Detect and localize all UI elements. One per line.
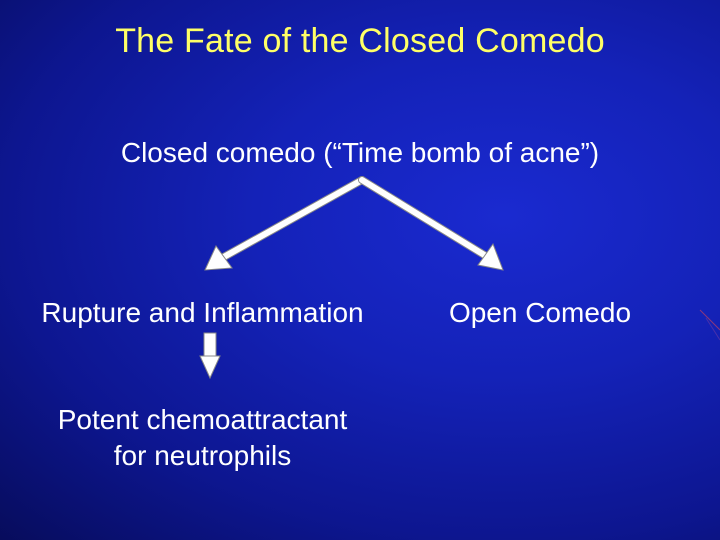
arrow-to-chemoattractant: [199, 332, 221, 380]
node-line-2: for neutrophils: [113, 440, 292, 471]
root-node-closed-comedo: Closed comedo (“Time bomb of acne”): [120, 137, 600, 168]
node-line-1: Potent chemoattractant: [57, 404, 348, 435]
arrow-to-open-comedo: [358, 176, 504, 271]
node-potent-chemoattractant: Potent chemoattractant for neutrophils: [10, 402, 395, 474]
node-open-comedo: Open Comedo: [448, 297, 632, 328]
slide-title: The Fate of the Closed Comedo: [115, 22, 605, 60]
node-rupture-and-inflammation: Rupture and Inflammation: [41, 297, 364, 328]
arrow-to-rupture: [204, 176, 366, 271]
